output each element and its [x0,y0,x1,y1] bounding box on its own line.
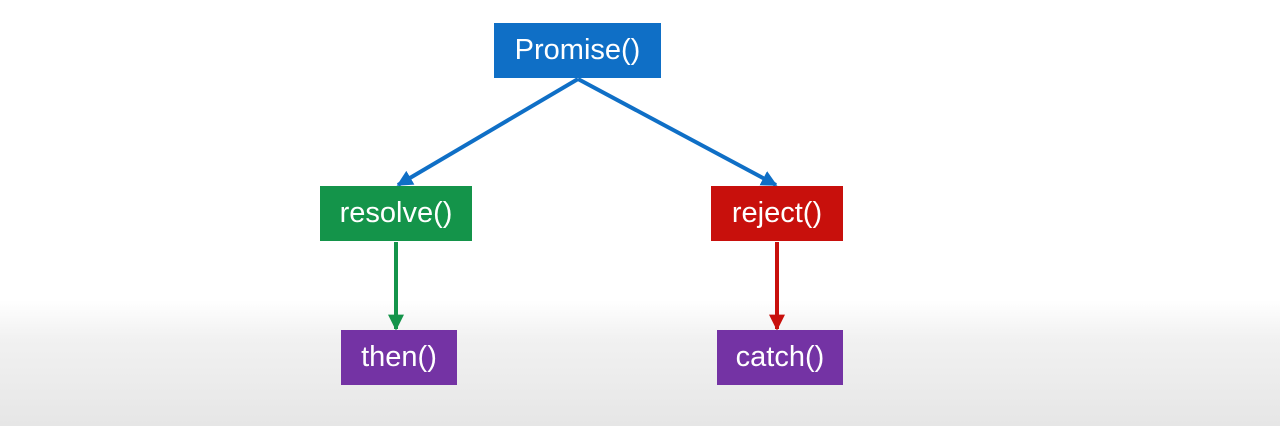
resolve-node-label: resolve() [339,197,453,229]
then-node: then() [341,330,457,385]
promise-to-reject-arrow [577,77,778,187]
then-node-label: then() [361,341,437,373]
promise-node-label: Promise() [514,34,641,66]
catch-node: catch() [717,330,843,385]
promise-node: Promise() [494,23,661,78]
catch-node-label: catch() [735,341,825,373]
reject-node-label: reject() [731,197,823,229]
promise-to-resolve-arrow [396,77,580,187]
reject-node: reject() [711,186,843,241]
resolve-node: resolve() [320,186,472,241]
